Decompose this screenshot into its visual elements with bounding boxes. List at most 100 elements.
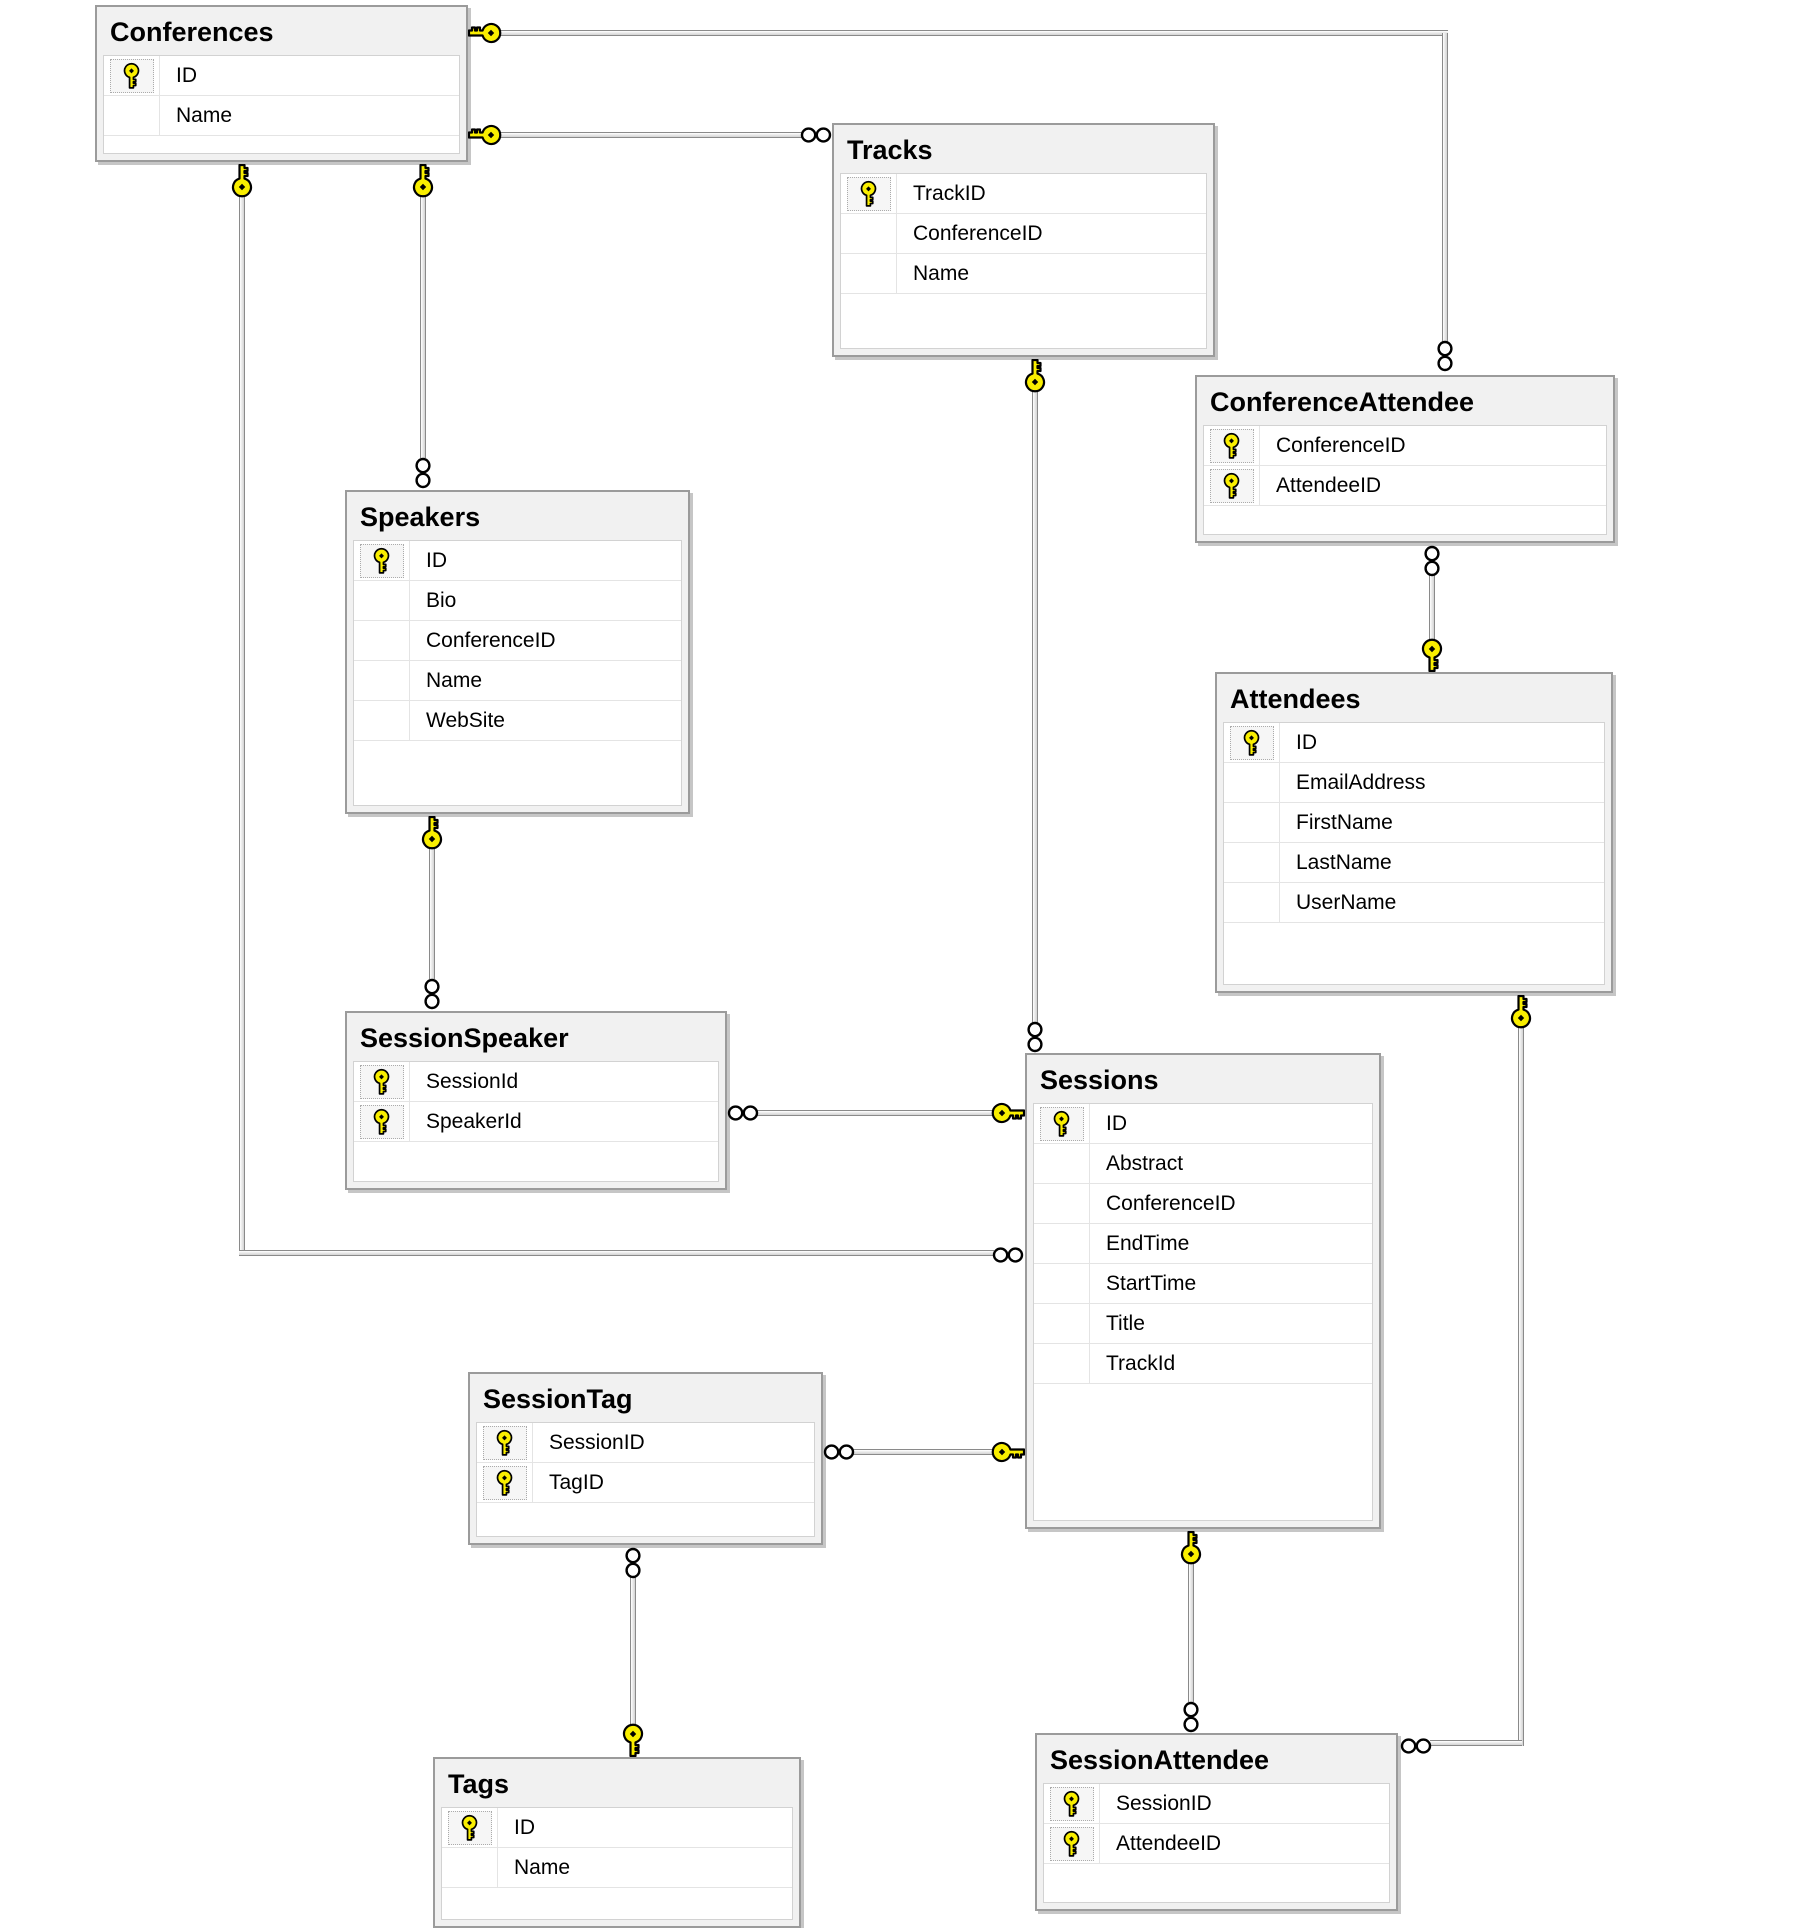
relationship-line-Sessions-SessionTag[interactable] (853, 1449, 993, 1455)
table-title[interactable]: ConferenceAttendee (1210, 387, 1475, 417)
relationship-line-Speakers-SessionSpeaker[interactable] (429, 848, 435, 979)
one-end-key-Attendees-SessionAttendee (1510, 995, 1532, 1029)
field-row[interactable]: ConferenceID (354, 621, 681, 661)
field-row[interactable]: AttendeeID (1204, 466, 1606, 506)
one-end-key-Tracks-Sessions (1024, 359, 1046, 393)
key-icon (468, 22, 502, 44)
table-title[interactable]: Conferences (110, 17, 274, 47)
many-end-infinity-Speakers-SessionSpeaker (416, 978, 448, 1010)
primary-key-icon (1223, 432, 1240, 459)
table-title[interactable]: SessionTag (483, 1384, 633, 1414)
field-icon-cell (477, 1463, 533, 1502)
field-row[interactable]: ID (354, 541, 681, 581)
key-icon (1024, 359, 1046, 393)
relationship-line-Conferences-Speakers[interactable] (420, 196, 426, 458)
field-row[interactable]: ConferenceID (1034, 1184, 1372, 1224)
field-row[interactable]: EndTime (1034, 1224, 1372, 1264)
field-row[interactable]: Bio (354, 581, 681, 621)
field-row[interactable]: EmailAddress (1224, 763, 1604, 803)
relationship-line-Sessions-SessionAttendee[interactable] (1188, 1563, 1194, 1702)
table-title[interactable]: SessionAttendee (1050, 1745, 1270, 1775)
field-icon-cell (1224, 723, 1280, 762)
field-row[interactable]: Abstract (1034, 1144, 1372, 1184)
field-name: Name (514, 1855, 571, 1879)
field-row[interactable]: ID (104, 56, 459, 96)
table-field-list: ID Name (441, 1807, 793, 1920)
field-name: WebSite (426, 708, 505, 732)
relationship-line-Conferences-ConferenceAttendee[interactable] (500, 30, 1448, 36)
infinity-icon (1437, 340, 1453, 372)
field-row[interactable]: SpeakerId (354, 1102, 718, 1142)
field-name: SpeakerId (426, 1109, 522, 1133)
field-row[interactable]: WebSite (354, 701, 681, 741)
field-row[interactable]: Name (104, 96, 459, 136)
one-end-key-Conferences-Tracks (468, 118, 502, 152)
field-row[interactable]: Name (442, 1848, 792, 1888)
field-row[interactable]: UserName (1224, 883, 1604, 923)
field-icon-cell (354, 661, 410, 700)
field-row[interactable]: LastName (1224, 843, 1604, 883)
field-row[interactable]: StartTime (1034, 1264, 1372, 1304)
relationship-line-Conferences-Sessions[interactable] (239, 196, 245, 1256)
table-title[interactable]: Tags (448, 1769, 510, 1799)
field-row[interactable]: ID (1034, 1104, 1372, 1144)
relationship-line-Attendees-ConferenceAttendee[interactable] (1429, 575, 1435, 642)
field-name: EndTime (1106, 1231, 1190, 1255)
field-row[interactable]: Title (1034, 1304, 1372, 1344)
primary-key-badge (482, 1425, 527, 1460)
field-name: StartTime (1106, 1271, 1197, 1295)
table-title[interactable]: Speakers (360, 502, 481, 532)
field-name: ID (426, 548, 447, 572)
relationship-line-Tracks-Sessions[interactable] (1032, 391, 1038, 1023)
relationship-line-Attendees-SessionAttendee[interactable] (1430, 1740, 1522, 1746)
field-row[interactable]: ConferenceID (1204, 426, 1606, 466)
table-title[interactable]: SessionSpeaker (360, 1023, 569, 1053)
relationship-line-Conferences-Tracks[interactable] (500, 132, 802, 138)
many-end-infinity-Tags-SessionTag (617, 1547, 649, 1579)
relationship-line-Conferences-ConferenceAttendee[interactable] (1442, 33, 1448, 342)
field-row[interactable]: ConferenceID (841, 214, 1206, 254)
relationship-line-Tags-SessionTag[interactable] (630, 1577, 636, 1725)
field-row[interactable]: SessionID (477, 1423, 814, 1463)
field-row[interactable]: Name (354, 661, 681, 701)
key-icon (1510, 995, 1532, 1029)
infinity-icon (800, 127, 832, 143)
field-icon-cell (841, 174, 897, 213)
field-name: ConferenceID (426, 628, 556, 652)
field-name: ConferenceID (913, 221, 1043, 245)
field-row[interactable]: TrackId (1034, 1344, 1372, 1384)
field-row[interactable]: ID (442, 1808, 792, 1848)
field-name: Title (1106, 1311, 1145, 1335)
field-row[interactable]: AttendeeID (1044, 1824, 1389, 1864)
field-row[interactable]: Name (841, 254, 1206, 294)
field-row[interactable]: TrackID (841, 174, 1206, 214)
field-icon-cell (1034, 1304, 1090, 1343)
field-row[interactable]: ID (1224, 723, 1604, 763)
field-row[interactable]: SessionID (1044, 1784, 1389, 1824)
relationship-line-Conferences-Sessions[interactable] (239, 1250, 994, 1256)
field-name: AttendeeID (1276, 473, 1382, 497)
table-title[interactable]: Tracks (847, 135, 933, 165)
field-row[interactable]: SessionId (354, 1062, 718, 1102)
many-end-infinity-Sessions-SessionAttendee (1175, 1701, 1207, 1733)
field-row[interactable]: FirstName (1224, 803, 1604, 843)
primary-key-icon (1053, 1110, 1070, 1137)
relationship-line-Attendees-SessionAttendee[interactable] (1518, 1027, 1524, 1746)
one-end-key-Conferences-Speakers (412, 164, 434, 198)
primary-key-badge (359, 543, 404, 578)
relationship-line-Sessions-SessionSpeaker[interactable] (757, 1110, 993, 1116)
field-row[interactable]: TagID (477, 1463, 814, 1503)
table-title[interactable]: Attendees (1230, 684, 1361, 714)
table-title[interactable]: Sessions (1040, 1065, 1159, 1095)
